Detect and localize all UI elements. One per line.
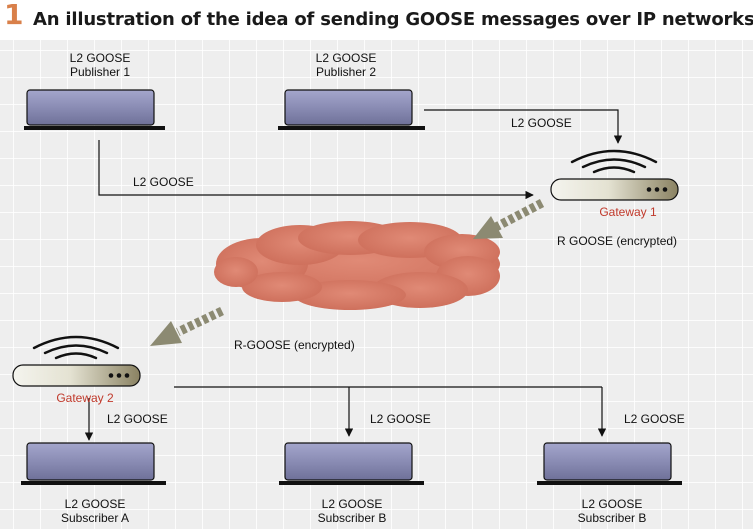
link-publisher1-gateway1 — [98, 140, 534, 200]
subscriberB2-label: L2 GOOSE Subscriber B — [552, 497, 672, 525]
link-label-gateway2-subscriberB2: L2 GOOSE — [624, 412, 685, 426]
wifi-icon — [32, 335, 120, 360]
subscriberB1-device — [279, 442, 424, 485]
figure-header: 1 An illustration of the idea of sending… — [0, 0, 753, 38]
publisher1-label: L2 GOOSE Publisher 1 — [40, 51, 160, 79]
subscriberA-device — [21, 442, 166, 485]
publisher2-label-line1: L2 GOOSE — [315, 51, 377, 65]
dashed-arrow-gateway1-to-cloud — [473, 199, 545, 239]
connectors — [84, 109, 623, 441]
publisher1-label-line2: Publisher 1 — [69, 65, 131, 79]
link-label-gateway2-subscriberA: L2 GOOSE — [107, 412, 168, 426]
figure-title: An illustration of the idea of sending G… — [33, 9, 753, 30]
subscriberA-label-line1: L2 GOOSE — [64, 497, 126, 511]
gateway1-device — [550, 149, 679, 201]
ip-network-cloud — [214, 221, 500, 310]
publisher2-label-line2: Publisher 2 — [315, 65, 377, 79]
subscriberB1-label-line2: Subscriber B — [317, 511, 387, 525]
subscriberB2-label-line1: L2 GOOSE — [581, 497, 643, 511]
link-label-publisher2-gateway1: L2 GOOSE — [511, 116, 572, 130]
link-label-gateway1-cloud: R GOOSE (encrypted) — [557, 234, 678, 248]
subscriberB1-label: L2 GOOSE Subscriber B — [292, 497, 412, 525]
figure-number: 1 — [4, 0, 24, 31]
publisher1-device — [24, 89, 165, 130]
dashed-arrow-cloud-to-gateway2 — [150, 306, 224, 346]
publisher1-label-line1: L2 GOOSE — [69, 51, 131, 65]
publisher2-device — [278, 89, 425, 130]
gateway2-label: Gateway 2 — [56, 391, 114, 405]
link-label-publisher1-gateway1: L2 GOOSE — [133, 175, 194, 189]
subscriberB2-device — [537, 442, 682, 485]
subscriberA-label-line2: Subscriber A — [60, 511, 130, 525]
publisher2-label: L2 GOOSE Publisher 2 — [286, 51, 406, 79]
link-label-gateway2-subscriberB1: L2 GOOSE — [370, 412, 431, 426]
gateway2-device — [12, 335, 141, 387]
link-label-cloud-gateway2: R-GOOSE (encrypted) — [234, 338, 355, 352]
gateway1-label: Gateway 1 — [599, 205, 657, 219]
subscriberB2-label-line2: Subscriber B — [577, 511, 647, 525]
subscriberA-label: L2 GOOSE Subscriber A — [35, 497, 155, 525]
wifi-icon — [570, 149, 658, 174]
link-publisher2-gateway1 — [424, 109, 623, 144]
subscriberB1-label-line1: L2 GOOSE — [321, 497, 383, 511]
